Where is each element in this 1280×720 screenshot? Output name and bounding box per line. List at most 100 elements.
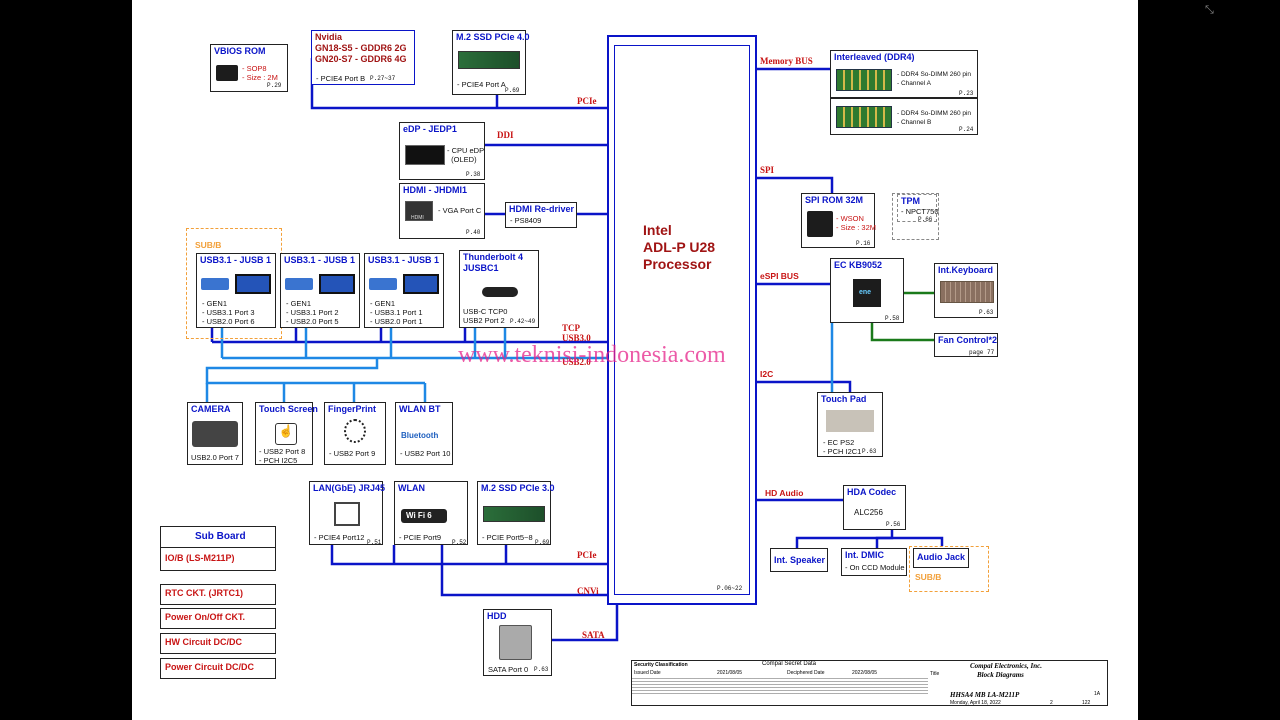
ec-kb9052-box[interactable]: EC KB9052 ene P.58 xyxy=(830,258,904,323)
processor-inner-frame xyxy=(614,45,750,595)
tb-legal-text xyxy=(632,678,928,696)
hdd-box[interactable]: HDD SATA Port 0 P.63 xyxy=(483,609,552,676)
spirom-title: SPI ROM 32M xyxy=(805,195,864,205)
hw-circuit-box[interactable]: HW Circuit DC/DC xyxy=(160,633,276,654)
expand-icon[interactable]: ⤡ xyxy=(1205,4,1214,16)
label-i2c: I2C xyxy=(760,369,774,379)
touchscreen-title: Touch Screen xyxy=(259,404,318,414)
edp-box[interactable]: eDP - JEDP1 - CPU eDP (OLED) P.38 xyxy=(399,122,485,180)
label-ddi: DDI xyxy=(497,130,514,140)
tpm-title: TPM xyxy=(901,196,920,206)
touchpad-title: Touch Pad xyxy=(821,394,867,404)
tpm-page: P.66 xyxy=(918,216,933,223)
touch-screen-box[interactable]: Touch Screen ☝ - USB2 Port 8 - PCH I2C5 xyxy=(255,402,318,465)
power-circuit-box[interactable]: Power Circuit DC/DC xyxy=(160,658,276,679)
speaker-title: Int. Speaker xyxy=(774,555,826,565)
usb-logo-icon xyxy=(369,278,397,290)
nvidia-gpu-box[interactable]: Nvidia GN18-S5 - GDDR6 2G GN20-S7 - GDDR… xyxy=(311,30,415,85)
ssd-icon xyxy=(458,51,520,69)
keyboard-page: P.63 xyxy=(979,309,994,316)
hdd-title: HDD xyxy=(487,611,507,621)
lan-gbe-box[interactable]: LAN(GbE) JRJ45 - PCIE4 Port12 P.51 xyxy=(309,481,385,546)
thunderbolt4-box[interactable]: Thunderbolt 4 JUSBC1 USB-C TCP0 USB2 Por… xyxy=(459,250,539,328)
usb31-jusb1-box-3[interactable]: USB3.1 - JUSB 1 - GEN1 - USB3.1 Port 1 -… xyxy=(364,253,444,328)
camera-icon xyxy=(192,421,238,447)
sub-board-box[interactable]: Sub Board IO/B (LS-M211P) xyxy=(160,526,276,571)
hdmi-title: HDMI - JHDMI1 xyxy=(403,185,468,195)
power-onoff-box[interactable]: Power On/Off CKT. xyxy=(160,608,276,629)
usb1-title: USB3.1 - JUSB 1 xyxy=(200,255,272,265)
sop8-chip-icon xyxy=(216,65,238,81)
subboard-title: Sub Board xyxy=(195,531,246,542)
edp-page: P.38 xyxy=(466,171,481,178)
hdmi-page: P.40 xyxy=(466,229,481,236)
wlan-box[interactable]: WLAN Wi Fi 6 - PCIE Port9 P.52 xyxy=(394,481,468,546)
edp-spec: - CPU eDP (OLED) xyxy=(447,146,485,164)
dmic-title: Int. DMIC xyxy=(845,550,884,560)
hdmi-connector-icon xyxy=(405,201,433,221)
wson-chip-icon xyxy=(807,211,833,237)
fingerprint-box[interactable]: FingerPrint - USB2 Port 9 xyxy=(324,402,386,465)
tb-title: Block Diagrams xyxy=(977,671,1024,679)
touch-hand-icon: ☝ xyxy=(275,423,297,445)
rj45-port-icon xyxy=(334,502,360,526)
hdd-port: SATA Port 0 xyxy=(488,665,529,674)
tpm-part: - NPCT750 xyxy=(901,207,939,216)
bluetooth-logo-icon: Bluetooth xyxy=(401,431,439,440)
usb31-jusb1-box-2[interactable]: USB3.1 - JUSB 1 - GEN1 - USB3.1 Port 2 -… xyxy=(280,253,360,328)
tb-deciphered: Deciphered Date xyxy=(787,670,825,676)
ddr-title: Interleaved (DDR4) xyxy=(834,52,915,62)
int-speaker-box[interactable]: Int. Speaker xyxy=(770,548,828,572)
bus-wires xyxy=(205,58,944,642)
tpm-box[interactable]: TPM - NPCT750 P.66 xyxy=(897,194,939,223)
m2-ssd-pcie4-box[interactable]: M.2 SSD PCIe 4.0 - PCIE4 Port A P.69 xyxy=(452,30,530,95)
fingerprint-title: FingerPrint xyxy=(328,404,377,414)
processor-title: Intel ADL-P U28 Processor xyxy=(643,222,716,272)
tb-rev: 1A xyxy=(1094,691,1101,697)
tb-security-class: Security Classification xyxy=(634,662,688,668)
m2-bottom-port: - PCIE Port5~8 xyxy=(482,533,533,542)
wlan-bt-box[interactable]: WLAN BT Bluetooth - USB2 Port 10 xyxy=(395,402,453,465)
int-dmic-box[interactable]: Int. DMIC - On CCD Module xyxy=(841,548,907,576)
camera-port: USB2.0 Port 7 xyxy=(191,453,239,462)
usb2-title: USB3.1 - JUSB 1 xyxy=(284,255,356,265)
touchscreen-spec: - USB2 Port 8 - PCH I2C5 xyxy=(259,447,306,465)
vbios-rom-box[interactable]: VBIOS ROM - SOP8 - Size : 2M P.29 xyxy=(210,44,288,92)
ddr-b-page: P.24 xyxy=(959,126,974,133)
camera-title: CAMERA xyxy=(191,404,231,414)
m2-top-port: - PCIE4 Port A xyxy=(457,80,506,89)
audio-jack-box[interactable]: Audio Jack xyxy=(913,548,969,568)
ddr4-channel-b-box[interactable]: - DDR4 So-DIMM 260 pin - Channel B P.24 xyxy=(830,98,978,135)
usb31-jusb1-box-1[interactable]: USB3.1 - JUSB 1 - GEN1 - USB3.1 Port 3 -… xyxy=(196,253,276,328)
label-sata: SATA xyxy=(582,630,605,640)
int-keyboard-box[interactable]: Int.Keyboard P.63 xyxy=(934,263,998,318)
ddr-a-page: P.23 xyxy=(959,90,974,97)
spirom-page: P.16 xyxy=(856,240,871,247)
dmic-spec: - On CCD Module xyxy=(845,563,905,572)
touch-pad-box[interactable]: Touch Pad - EC PS2 - PCH I2C1 P.63 xyxy=(817,392,883,457)
spi-rom-box[interactable]: SPI ROM 32M - WSON - Size : 32M P.16 xyxy=(801,193,876,248)
audio-sub-outline xyxy=(909,546,989,592)
tb-sheet: 2 xyxy=(1050,700,1053,706)
label-usb20: USB2.0 xyxy=(562,357,591,367)
nvidia-port: - PCIE4 Port B xyxy=(316,74,366,83)
fan-control-box[interactable]: Fan Control*2 page 77 xyxy=(934,333,998,357)
processor-box[interactable]: Intel ADL-P U28 Processor P.06~22 xyxy=(607,35,757,605)
power-onoff-label: Power On/Off CKT. xyxy=(165,612,246,622)
hda-codec-box[interactable]: HDA Codec ALC256 P.56 xyxy=(843,485,906,530)
ddr4-channel-a-box[interactable]: Interleaved (DDR4) - DDR4 So-DIMM 260 pi… xyxy=(830,50,978,98)
hdmi-redriver-box[interactable]: HDMI Re-driver - PS8409 xyxy=(505,202,577,228)
subboard-item: IO/B (LS-M211P) xyxy=(165,553,235,563)
rtc-ckt-box[interactable]: RTC CKT. (JRTC1) xyxy=(160,584,276,605)
tb4-title: Thunderbolt 4 JUSBC1 xyxy=(463,252,523,273)
camera-box[interactable]: CAMERA USB2.0 Port 7 xyxy=(187,402,243,465)
tb-company: Compal Electronics, Inc. xyxy=(970,662,1042,670)
hdmi-box[interactable]: HDMI - JHDMI1 HDMI - VGA Port C P.40 xyxy=(399,183,485,239)
watermark-text: www.teknisi-indonesia.com xyxy=(458,342,726,368)
processor-page: P.06~22 xyxy=(717,585,743,592)
keyboard-icon xyxy=(940,281,994,303)
usb-port-icon xyxy=(235,274,271,294)
m2-ssd-pcie3-box[interactable]: M.2 SSD PCIe 3.0 - PCIE Port5~8 P.69 xyxy=(477,481,555,546)
wifi6-logo-icon: Wi Fi 6 xyxy=(406,511,432,520)
tb-of: 122 xyxy=(1082,700,1091,706)
